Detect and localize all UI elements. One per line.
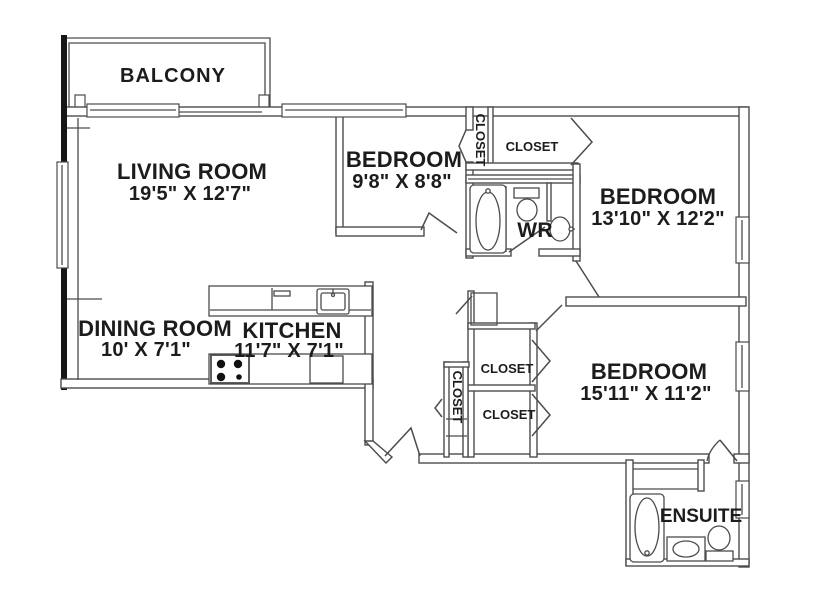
wr-sink xyxy=(549,216,575,242)
mid-vert-closet-door xyxy=(434,398,443,418)
kitchen-sink xyxy=(316,288,350,315)
wr-label: WR xyxy=(517,219,552,242)
bedroom-bottom-dims: 15'11" X 11'2" xyxy=(580,383,711,405)
bedroom-right-door xyxy=(575,260,600,298)
ensuite-vanity-sink xyxy=(666,536,706,562)
bedroom-right-dims: 13'10" X 12'2" xyxy=(591,208,725,230)
dining-room-label: DINING ROOM xyxy=(78,316,232,341)
doors xyxy=(384,117,738,462)
bedroom-right-label: BEDROOM xyxy=(600,184,716,209)
dining-room-dims: 10' X 7'1" xyxy=(101,339,191,361)
closet-mid-vertical-label: CLOSET xyxy=(450,371,465,424)
top-vert-closet-door xyxy=(458,129,467,163)
windows xyxy=(56,103,750,519)
ensuite-label: ENSUITE xyxy=(660,506,742,527)
living-room-dims: 19'5" X 12'7" xyxy=(129,183,251,205)
entry-door xyxy=(384,426,421,457)
balcony-label: BALCONY xyxy=(120,65,226,87)
kitchen-label: KITCHEN xyxy=(242,318,341,343)
living-room-label: LIVING ROOM xyxy=(117,159,267,184)
stove xyxy=(210,354,250,384)
bedroom-top-label: BEDROOM xyxy=(346,147,462,172)
kitchen-dims: 11'7" X 7'1" xyxy=(234,340,344,362)
bedroom-top-door xyxy=(420,211,458,234)
bedroom-bottom-label: BEDROOM xyxy=(591,359,707,384)
kitchen-fixtures xyxy=(208,285,373,385)
ensuite-toilet xyxy=(705,525,734,562)
ensuite-door xyxy=(706,439,738,462)
closet-b-door xyxy=(531,393,551,437)
closet-top-label: CLOSET xyxy=(506,139,559,154)
dishwasher xyxy=(309,355,344,384)
closet-top-vertical-label: CLOSET xyxy=(473,114,488,167)
interior-walls xyxy=(335,106,747,492)
closet-a-door xyxy=(531,339,551,383)
ensuite-fixtures xyxy=(629,493,734,563)
room-labels: BALCONY LIVING ROOM 19'5" X 12'7" BEDROO… xyxy=(78,65,742,527)
closet-b-label: CLOSET xyxy=(483,407,536,422)
wr-door xyxy=(508,226,546,253)
bedroom-bottom-door xyxy=(535,304,563,332)
wr-fixtures xyxy=(469,184,575,254)
wr-toilet xyxy=(513,187,540,222)
bedroom-top-dims: 9'8" X 8'8" xyxy=(352,171,452,193)
top-closet-door xyxy=(570,117,594,166)
closet-a-label: CLOSET xyxy=(481,361,534,376)
